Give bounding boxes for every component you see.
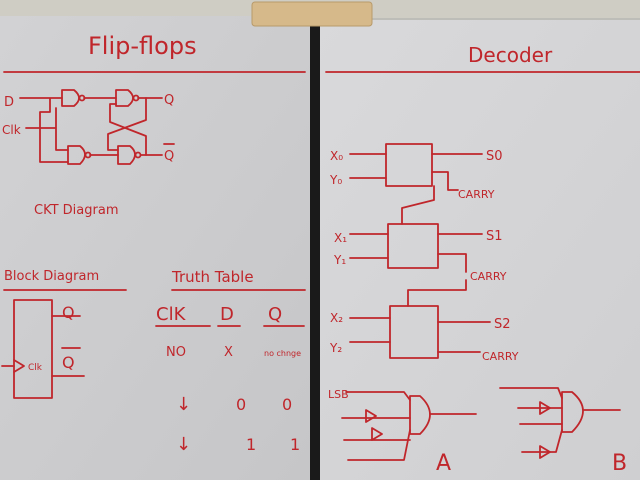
left-board xyxy=(0,16,313,480)
truth-r1-clk: NO xyxy=(166,345,186,360)
carry-link-1 xyxy=(401,185,435,225)
carry-link-2 xyxy=(407,279,467,307)
gate-b-inverters xyxy=(539,401,551,459)
stage-2-output-s: S1 xyxy=(486,229,503,244)
decoder-stage-3: X₂ Y₂ S2 CARRY xyxy=(329,305,519,363)
stage-1-output-s: S0 xyxy=(486,149,503,164)
right-board xyxy=(320,20,640,480)
ckt-diagram: D Clk Q Q CKT Diagram xyxy=(2,89,175,218)
stage-2-box xyxy=(387,223,439,269)
truth-r1-q: no chnge xyxy=(264,349,301,358)
stage-3-wires xyxy=(349,317,491,353)
stage-1-wires xyxy=(349,153,483,191)
left-board-content: Flip-flops D Clk Q Q CKT Diagram B xyxy=(1,32,306,455)
gate-a-wires xyxy=(341,391,477,461)
right-board-content: Decoder X₀ Y₀ S0 CARRY X₁ Y₁ S1 CARRY X₂ xyxy=(325,43,640,476)
ckt-output-qbar: Q xyxy=(164,149,174,164)
ckt-d-wires xyxy=(19,97,69,163)
and-gate-b: B xyxy=(499,387,627,476)
truth-r3-clk: ↓ xyxy=(176,434,191,455)
block-qbar-label: Q xyxy=(62,353,75,372)
stage-3-input-x: X₂ xyxy=(330,311,343,325)
stage-3-output-carry: CARRY xyxy=(482,350,519,363)
truth-r3-d: 1 xyxy=(246,435,256,454)
truth-table: Truth Table ClK D Q NO X no chnge ↓ 0 0 … xyxy=(155,268,306,455)
block-q-label: Q xyxy=(62,303,75,322)
clock-triangle xyxy=(13,359,25,373)
truth-header-clk: ClK xyxy=(156,304,187,325)
gate-b-label: B xyxy=(612,451,627,476)
truth-r3-q: 1 xyxy=(290,435,300,454)
block-heading: Block Diagram xyxy=(4,269,99,284)
block-wires xyxy=(1,315,85,377)
ckt-clk-wires xyxy=(25,107,69,151)
ckt-input-clk: Clk xyxy=(2,123,21,137)
truth-r1-d: X xyxy=(224,345,233,360)
stage-3-box xyxy=(389,305,439,359)
stage-1-input-x: X₀ xyxy=(330,149,343,163)
gate-a-label: A xyxy=(436,451,451,476)
lsb-label: LSB xyxy=(328,388,349,401)
flip-flops-heading: Flip-flops xyxy=(88,32,197,60)
truth-r2-q: 0 xyxy=(282,395,292,414)
stage-1-output-carry: CARRY xyxy=(458,188,495,201)
stage-1-box xyxy=(385,143,433,187)
ckt-input-d: D xyxy=(4,95,14,110)
ckt-cross-feedback xyxy=(107,97,147,156)
ckt-mid-wires xyxy=(83,97,119,156)
truth-heading: Truth Table xyxy=(171,268,254,286)
stage-2-output-carry: CARRY xyxy=(470,270,507,283)
decoder-heading: Decoder xyxy=(468,43,553,67)
stage-2-input-y: Y₁ xyxy=(333,253,346,267)
truth-r2-d: 0 xyxy=(236,395,246,414)
stage-1-input-y: Y₀ xyxy=(329,173,342,187)
truth-header-q: Q xyxy=(268,304,282,325)
and-gate-a: LSB A xyxy=(328,388,477,476)
stage-3-input-y: Y₂ xyxy=(329,341,342,355)
stage-3-output-s: S2 xyxy=(494,317,511,332)
decoder-stage-2: X₁ Y₁ S1 CARRY xyxy=(333,223,507,307)
stage-2-wires xyxy=(349,233,483,273)
truth-r2-clk: ↓ xyxy=(176,394,191,415)
gate-a-inverters xyxy=(365,409,383,441)
decoder-stage-1: X₀ Y₀ S0 CARRY xyxy=(329,143,503,225)
block-clk-label: Clk xyxy=(28,363,43,373)
truth-header-d: D xyxy=(220,304,234,325)
block-diagram: Block Diagram Clk Q Q xyxy=(1,269,127,399)
wood-block xyxy=(251,1,373,27)
ckt-output-q: Q xyxy=(164,93,174,108)
board-divider xyxy=(310,22,320,480)
gate-a-body xyxy=(409,395,431,435)
gate-b-body xyxy=(561,391,584,433)
ckt-caption: CKT Diagram xyxy=(34,203,118,218)
ckt-out-wires xyxy=(137,97,163,156)
stage-2-input-x: X₁ xyxy=(334,231,347,245)
